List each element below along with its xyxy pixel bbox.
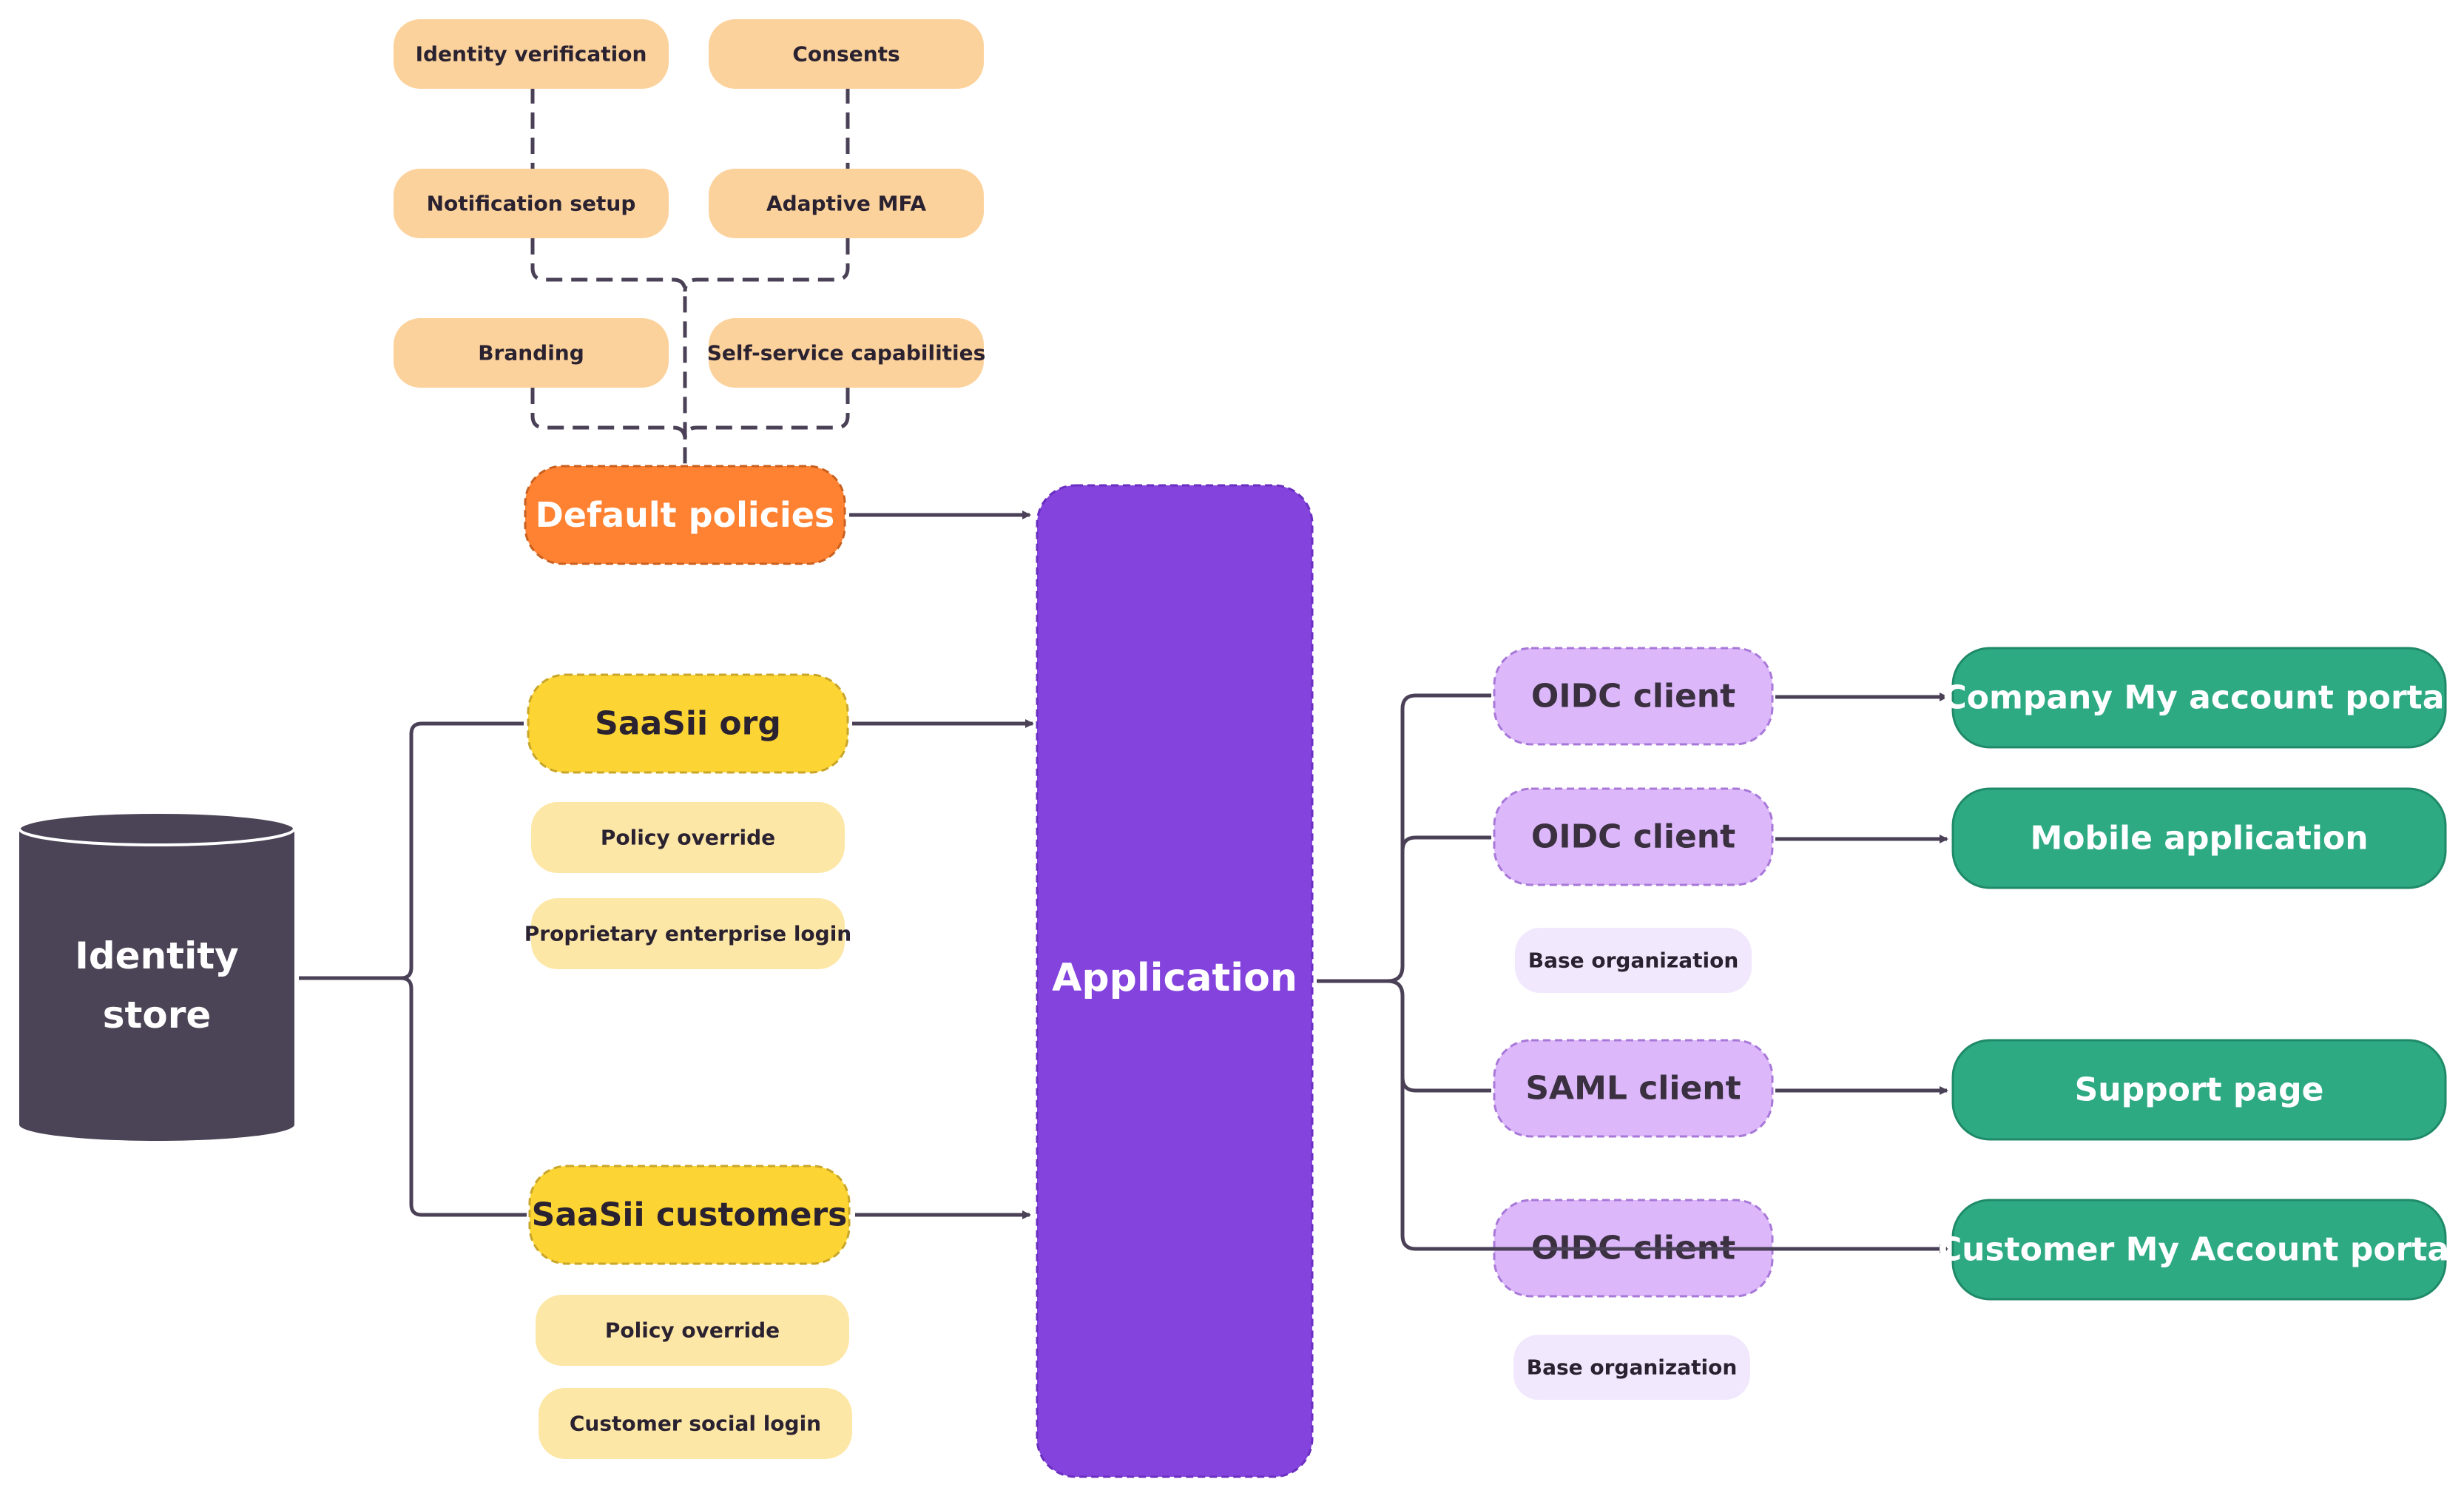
target-company-portal-label: Company My account portal bbox=[1943, 679, 2456, 717]
policy-identity-verification: Identity verification bbox=[394, 19, 669, 89]
policy-self-service-label: Self-service capabilities bbox=[707, 341, 986, 365]
saasii-customers-social-login: Customer social login bbox=[539, 1388, 852, 1459]
client-oidc-3-base-org-label: Base organization bbox=[1527, 1355, 1738, 1380]
saasii-customers-policy-override: Policy override bbox=[536, 1295, 849, 1366]
policy-connectors bbox=[530, 87, 850, 466]
policy-consents: Consents bbox=[709, 19, 984, 89]
default-policies-label: Default policies bbox=[536, 495, 835, 535]
saasii-org-enterprise-login: Proprietary enterprise login bbox=[524, 898, 851, 969]
client-to-target-arrows bbox=[1416, 693, 1948, 1253]
target-company-portal: Company My account portal bbox=[1943, 647, 2456, 749]
identity-store-node: Identity store bbox=[18, 811, 296, 1141]
client-saml-label: SAML client bbox=[1525, 1070, 1741, 1108]
saasii-org-policy-override-label: Policy override bbox=[601, 826, 775, 850]
saasii-org-enterprise-login-label: Proprietary enterprise login bbox=[524, 922, 851, 946]
target-customer-portal: Customer My Account portal bbox=[1938, 1199, 2460, 1301]
target-support-page: Support page bbox=[1951, 1039, 2447, 1141]
policy-identity-verification-label: Identity verification bbox=[416, 42, 647, 67]
client-oidc-3-base-org: Base organization bbox=[1513, 1335, 1750, 1400]
saasii-customers-label: SaaSii customers bbox=[532, 1196, 848, 1234]
saasii-org-node: SaaSii org bbox=[527, 673, 849, 774]
client-oidc-2: OIDC client bbox=[1493, 787, 1774, 886]
saasii-org-policy-override: Policy override bbox=[531, 802, 845, 873]
policy-consents-label: Consents bbox=[792, 42, 899, 67]
application-label: Application bbox=[1052, 956, 1297, 1000]
policy-notification-setup: Notification setup bbox=[394, 169, 669, 238]
policy-self-service: Self-service capabilities bbox=[707, 318, 986, 388]
policy-adaptive-mfa: Adaptive MFA bbox=[709, 169, 984, 238]
saasii-customers-policy-override-label: Policy override bbox=[605, 1318, 780, 1343]
saasii-customers-social-login-label: Customer social login bbox=[570, 1412, 821, 1436]
target-mobile-application-label: Mobile application bbox=[2030, 820, 2368, 857]
client-oidc-2-label: OIDC client bbox=[1531, 818, 1735, 856]
saasii-customers-node: SaaSii customers bbox=[528, 1165, 851, 1265]
default-policies-node: Default policies bbox=[524, 465, 846, 565]
target-mobile-application: Mobile application bbox=[1951, 787, 2447, 889]
application-node: Application bbox=[1036, 484, 1314, 1478]
policy-notification-setup-label: Notification setup bbox=[427, 192, 636, 216]
identity-store-label-line1: Identity bbox=[75, 934, 238, 977]
policy-branding-label: Branding bbox=[478, 341, 584, 365]
policy-adaptive-mfa-label: Adaptive MFA bbox=[766, 192, 926, 216]
policy-branding: Branding bbox=[394, 318, 669, 388]
application-to-clients-connector bbox=[1317, 693, 1491, 1251]
identity-store-label-line2: store bbox=[103, 994, 212, 1037]
arrows-into-application bbox=[849, 511, 1034, 1219]
saasii-org-label: SaaSii org bbox=[595, 705, 781, 743]
store-to-orgs-connector bbox=[299, 721, 527, 1217]
target-customer-portal-label: Customer My Account portal bbox=[1938, 1231, 2460, 1269]
client-oidc-1: OIDC client bbox=[1493, 647, 1774, 746]
client-saml: SAML client bbox=[1493, 1039, 1774, 1138]
target-support-page-label: Support page bbox=[2075, 1071, 2324, 1109]
client-oidc-1-label: OIDC client bbox=[1531, 678, 1735, 715]
client-oidc-2-base-org-label: Base organization bbox=[1528, 949, 1739, 973]
client-oidc-2-base-org: Base organization bbox=[1515, 928, 1752, 993]
